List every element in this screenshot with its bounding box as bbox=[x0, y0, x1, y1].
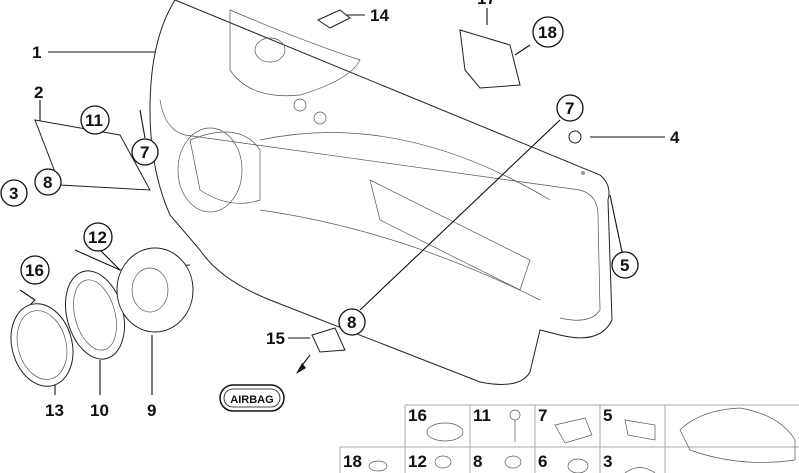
drawing-stroke bbox=[293, 98, 307, 112]
table-cell-label: 6 bbox=[538, 452, 547, 471]
callout-4: 4 bbox=[670, 128, 680, 147]
drawing-stroke bbox=[311, 327, 346, 353]
label: AIRBAG bbox=[230, 394, 273, 406]
drawing-stroke bbox=[223, 388, 281, 408]
drawing-stroke bbox=[0, 179, 28, 207]
drawing-stroke bbox=[609, 194, 623, 253]
callout-13: 13 bbox=[45, 401, 64, 420]
drawing-stroke bbox=[116, 247, 194, 333]
callout-2: 2 bbox=[34, 83, 43, 102]
callout-18: 18 bbox=[538, 23, 557, 42]
callout-15: 15 bbox=[266, 329, 285, 348]
drawing-stroke bbox=[313, 111, 327, 125]
leader-lines bbox=[19, 8, 665, 395]
drawing-stroke bbox=[177, 127, 243, 213]
drawing-stroke bbox=[139, 109, 146, 139]
table-cell-label: 11 bbox=[473, 406, 491, 425]
drawing-stroke bbox=[459, 29, 521, 89]
callout-labels: 1 2 3 4 5 7 7 8 8 9 10 11 12 13 14 15 16… bbox=[0, 0, 680, 420]
drawing-stroke bbox=[10, 303, 74, 387]
drawing-stroke bbox=[16, 310, 68, 380]
callout-14: 14 bbox=[370, 6, 389, 25]
drawing-stroke bbox=[338, 308, 366, 336]
callout-1: 1 bbox=[32, 43, 41, 62]
drawing-stroke bbox=[73, 279, 117, 351]
callout-16: 16 bbox=[25, 261, 44, 280]
callout-8: 8 bbox=[347, 313, 356, 332]
table-cell-label: 16 bbox=[408, 406, 427, 425]
drawing-stroke bbox=[624, 419, 656, 441]
drawing-stroke bbox=[131, 267, 169, 313]
door-trim-panel bbox=[149, 0, 613, 385]
drawing-stroke bbox=[254, 37, 286, 63]
table-cell-label: 12 bbox=[408, 452, 427, 471]
drawing-stroke bbox=[567, 458, 589, 473]
drawing-stroke bbox=[556, 94, 584, 122]
table-cell-label: 8 bbox=[473, 452, 482, 471]
drawing-stroke bbox=[679, 407, 796, 463]
callout-17: 17 bbox=[477, 0, 496, 8]
drawing-stroke bbox=[131, 138, 159, 166]
callout-8: 8 bbox=[43, 173, 52, 192]
callout-9: 9 bbox=[147, 401, 156, 420]
drawing-stroke bbox=[532, 16, 564, 48]
speaker-parts bbox=[10, 9, 582, 387]
drawing-stroke bbox=[259, 132, 551, 301]
drawing-stroke bbox=[296, 363, 306, 374]
callout-10: 10 bbox=[90, 401, 109, 420]
drawing-stroke bbox=[359, 119, 561, 311]
drawing-stroke bbox=[80, 105, 110, 135]
drawing-stroke bbox=[554, 417, 593, 444]
drawing-stroke bbox=[434, 455, 452, 469]
drawing-stroke bbox=[368, 460, 388, 472]
drawing-stroke bbox=[339, 404, 799, 473]
drawing-stroke bbox=[514, 44, 531, 56]
drawing-stroke bbox=[611, 251, 639, 279]
table-cell-label: 7 bbox=[538, 406, 547, 425]
drawing-stroke bbox=[568, 130, 582, 144]
table-cell-label: 3 bbox=[603, 452, 612, 471]
drawing-stroke bbox=[219, 384, 285, 412]
drawing-stroke bbox=[504, 455, 522, 469]
drawing-stroke bbox=[83, 222, 113, 252]
table-cell-label: 18 bbox=[343, 452, 362, 471]
callout-12: 12 bbox=[88, 228, 107, 247]
drawing-stroke bbox=[624, 467, 656, 473]
drawing-stroke bbox=[149, 0, 613, 385]
drawing-stroke bbox=[426, 422, 464, 442]
callout-3: 3 bbox=[9, 184, 18, 203]
airbag-badge: AIRBAG bbox=[219, 384, 285, 412]
drawing-stroke bbox=[20, 255, 50, 285]
callout-5: 5 bbox=[620, 256, 629, 275]
drawing-stroke bbox=[34, 168, 62, 196]
parts-table: 16 11 7 5 18 12 8 6 3 bbox=[339, 404, 799, 473]
drawing-stroke bbox=[316, 9, 351, 29]
drawing-stroke bbox=[509, 409, 521, 421]
callout-7: 7 bbox=[140, 143, 149, 162]
drawing-stroke bbox=[581, 171, 585, 175]
drawing-stroke bbox=[229, 9, 361, 96]
callout-7: 7 bbox=[565, 99, 574, 118]
drawing-stroke bbox=[189, 131, 261, 204]
table-cell-label: 5 bbox=[603, 406, 612, 425]
callout-11: 11 bbox=[85, 111, 103, 130]
drawing-stroke bbox=[159, 99, 601, 321]
